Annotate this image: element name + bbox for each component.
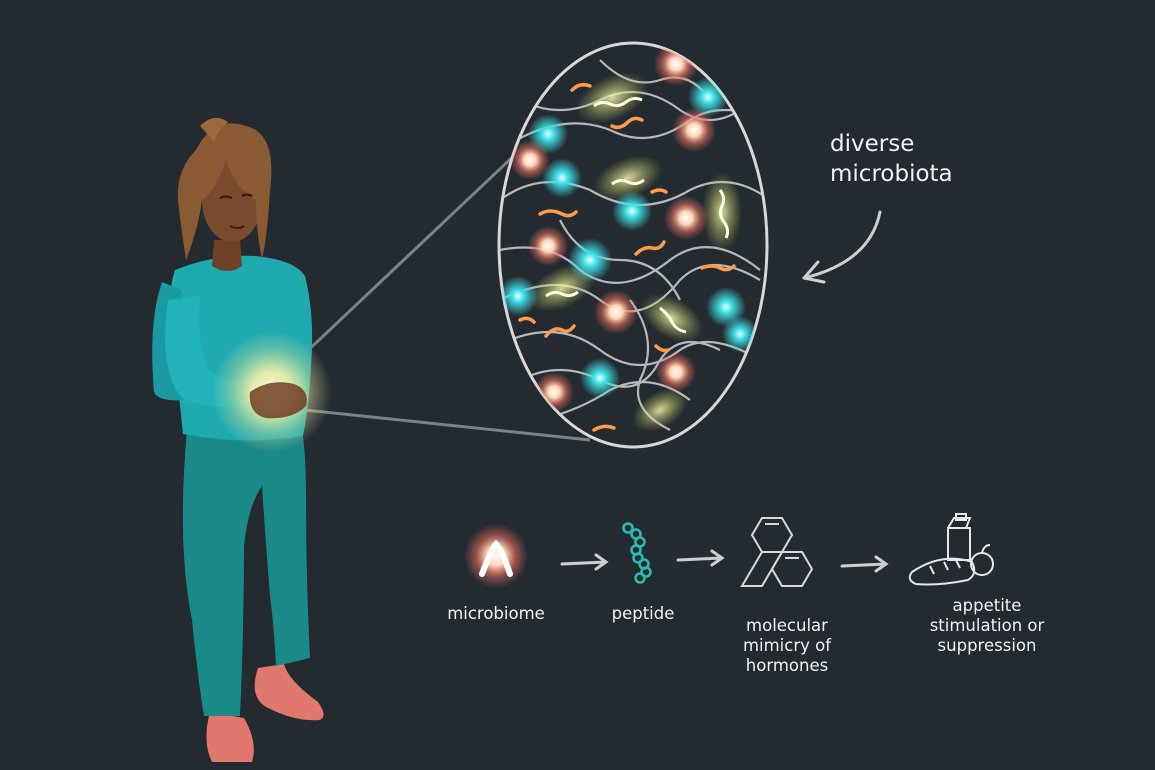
arrow-icon (560, 553, 609, 571)
zoom-connector-lines (298, 148, 591, 442)
callout-line-1: diverse (830, 131, 915, 157)
step-label-peptide: peptide (611, 604, 675, 623)
hormone-molecule-icon (740, 517, 814, 587)
callout-arrow (802, 210, 882, 284)
step-label-appetite-line-1: appetite (952, 596, 1022, 615)
step-label-appetite-line-2: stimulation or (929, 615, 1045, 635)
arrow-icon (840, 555, 889, 573)
step-label-hormones-line-3: hormones (745, 655, 829, 675)
step-label-hormones: molecular mimicry of hormones (728, 616, 846, 675)
step-label-appetite: appetite stimulation or suppression (912, 596, 1062, 655)
peptide-chain-icon (622, 522, 652, 584)
microbiome-icon (464, 524, 528, 588)
step-label-hormones-line-1: molecular (746, 616, 828, 635)
hands (249, 382, 307, 419)
callout-line-2: microbiota (830, 160, 953, 187)
step-label-microbiome: microbiome (447, 604, 545, 623)
gut-microbiota-zoom (497, 41, 769, 449)
food-icon (908, 513, 994, 586)
step-label-hormones-line-2: mimicry of (742, 635, 832, 655)
step-label-appetite-line-3: suppression (937, 635, 1037, 655)
yellow-bacteria (528, 72, 742, 432)
callout-label: diverse microbiota (830, 130, 953, 190)
teal-bacteria (499, 77, 758, 398)
arrow-icon (676, 549, 725, 567)
